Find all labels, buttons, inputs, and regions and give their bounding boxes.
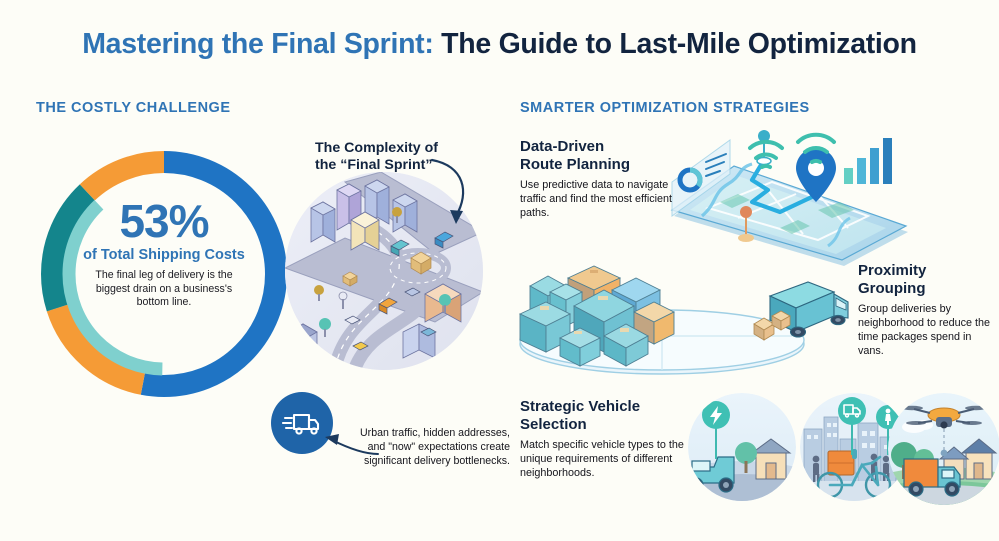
bottleneck-description: Urban traffic, hidden addresses, and "no…	[360, 427, 510, 467]
packages-platform-illustration	[512, 248, 812, 376]
proximity-heading-line-2: Grouping	[858, 279, 926, 297]
stat-value: 53%	[119, 195, 209, 247]
vehicle-circle-electric-van	[688, 393, 796, 501]
packages-platform-svg	[518, 265, 805, 375]
donut-inner-ring	[62, 172, 266, 376]
page-title-rest: The Guide to Last-Mile Optimization	[433, 28, 917, 60]
stat-label: of Total Shipping Costs	[83, 247, 245, 263]
proximity-heading-line-1: Proximity	[858, 262, 927, 279]
tablet-map-illustration	[668, 124, 999, 266]
wifi-signal-icon-1	[748, 139, 784, 169]
waypoint-pin-start	[756, 130, 772, 166]
analytics-card	[671, 139, 731, 217]
vehicle-heading-line-1: Strategic Vehicle	[520, 398, 641, 415]
wifi-signal-icon-2	[796, 132, 836, 164]
route-heading-line-2: Route Planning	[520, 155, 630, 173]
route-heading-line-1: Data-Driven	[520, 138, 605, 155]
delivery-truck-icon	[282, 413, 320, 435]
strategy-heading-vehicle-selection: Strategic Vehicle Selection	[520, 398, 688, 433]
strategy-block-proximity-grouping: Proximity Grouping Group deliveries by n…	[858, 262, 999, 359]
donut-slice-3	[41, 151, 287, 397]
city-label-line-2: the “Final Sprint”	[315, 157, 433, 174]
strategy-body-proximity-grouping: Group deliveries by neighborhood to redu…	[858, 303, 991, 358]
strategy-body-route-planning: Use predictive data to navigate traffic …	[520, 179, 673, 220]
strategy-heading-route-planning: Data-Driven Route Planning	[520, 138, 680, 173]
strategy-body-vehicle-selection: Match specific vehicle types to the uniq…	[520, 439, 684, 480]
pedestrian-pin-icon	[876, 405, 900, 455]
electric-van-svg	[688, 393, 796, 501]
donut-chart: 53% of Total Shipping Costs The final le…	[30, 140, 298, 408]
strategy-block-route-planning: Data-Driven Route Planning Use predictiv…	[520, 138, 680, 220]
delivery-van-svg	[753, 281, 849, 341]
isometric-city-illustration	[285, 172, 483, 370]
delivery-van-illustration	[752, 276, 858, 346]
tablet-map-svg	[670, 130, 908, 266]
drone-icon	[901, 405, 987, 457]
donut-center-label: 53% of Total Shipping Costs The final le…	[80, 198, 248, 310]
stat-description: The final leg of delivery is the biggest…	[95, 269, 233, 309]
city-label-line-1: The Complexity of	[315, 140, 438, 156]
drone-truck-svg	[888, 393, 999, 505]
vehicle-circle-drone-truck	[888, 393, 999, 505]
strategy-heading-proximity-grouping: Proximity Grouping	[858, 262, 999, 297]
isometric-city-svg	[285, 172, 483, 370]
page-title: Mastering the Final Sprint: The Guide to…	[0, 28, 999, 61]
vehicle-heading-line-2: Selection	[520, 415, 587, 433]
delivery-truck-badge	[271, 392, 333, 454]
truck-zone-pin-icon	[838, 397, 866, 455]
donut-slice-4	[41, 151, 287, 397]
strategy-block-vehicle-selection: Strategic Vehicle Selection Match specif…	[520, 398, 688, 480]
page-title-highlight: Mastering the Final Sprint:	[82, 28, 434, 60]
electric-bolt-pin-icon	[702, 401, 730, 459]
waypoint-pin-orange	[738, 206, 754, 242]
donut-chart-svg	[41, 151, 287, 397]
section-header-left: THE COSTLY CHALLENGE	[36, 100, 231, 116]
city-illustration-label: The Complexity of the “Final Sprint”	[315, 140, 438, 175]
section-header-right: SMARTER OPTIMIZATION STRATEGIES	[520, 100, 810, 116]
bar-chart-icon	[844, 138, 892, 184]
